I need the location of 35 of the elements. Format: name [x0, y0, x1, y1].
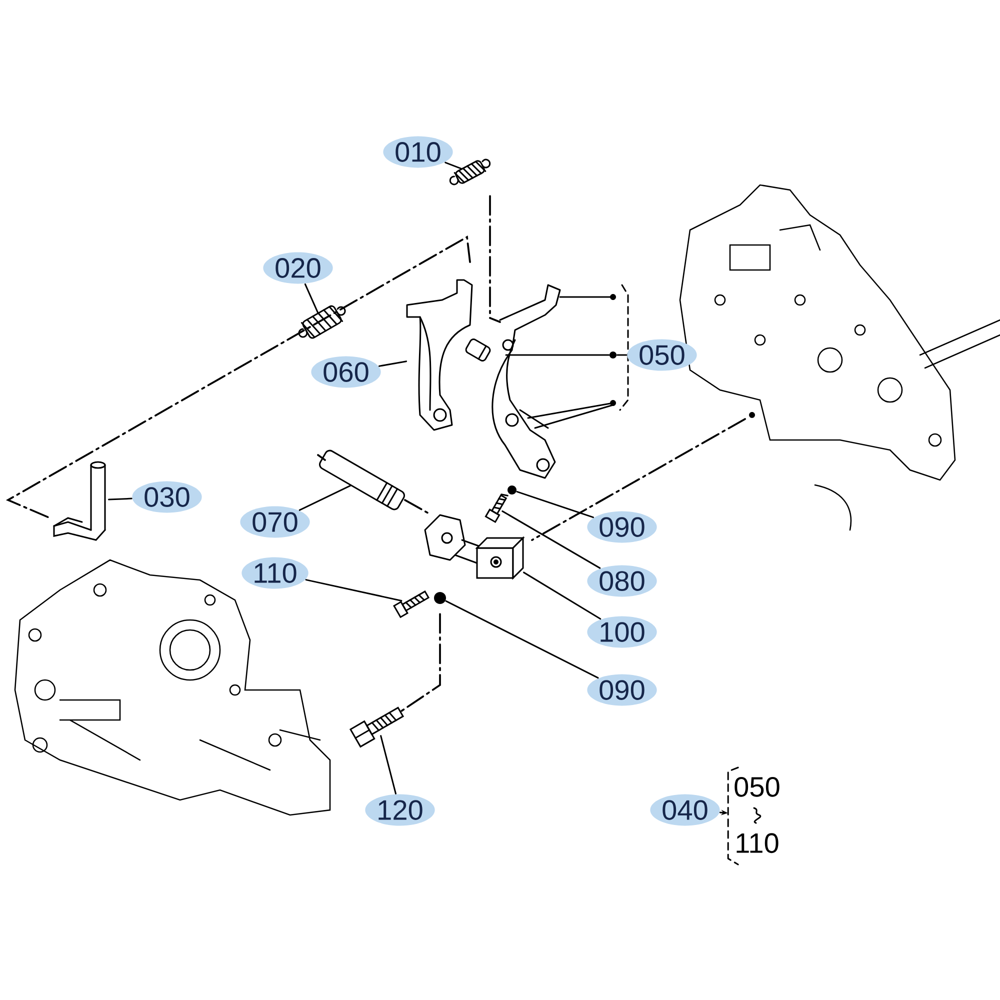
callout-number: 070: [240, 506, 310, 538]
washer: [508, 486, 516, 494]
callout-number: 060: [311, 356, 381, 388]
callout-number: 080: [587, 565, 657, 597]
leader-line: [298, 484, 352, 511]
spring-drawing: [449, 158, 491, 186]
leader-line: [380, 735, 397, 794]
leader-line: [523, 572, 602, 620]
leader-line: [616, 354, 628, 356]
lshaft-drawing: [53, 461, 106, 541]
callout-number: 030: [132, 481, 202, 513]
leader-line: [378, 360, 407, 367]
leader-line: [444, 162, 462, 170]
leader-line: [305, 579, 402, 602]
callout-number: 010: [383, 136, 453, 168]
leader-line: [108, 498, 132, 500]
callout-number: 040: [650, 794, 720, 826]
spring-drawing: [298, 306, 346, 338]
callout-number: 050: [627, 339, 697, 371]
leader-line: [304, 283, 319, 314]
lever-drawing: [406, 279, 473, 431]
leader-line: [502, 510, 601, 569]
callout-number: 100: [587, 616, 657, 648]
screw-drawing: [484, 494, 508, 524]
leader-line: [516, 490, 594, 518]
rod-drawing: [376, 482, 398, 507]
rivet-dot: [610, 352, 616, 358]
part-range-bracket: 050 110: [727, 766, 780, 866]
callout-number: 120: [365, 794, 435, 826]
callout-number: 090: [587, 511, 657, 543]
washer: [434, 592, 446, 604]
callout-number: 020: [263, 252, 333, 284]
callout-number: 110: [242, 557, 308, 589]
leader-line: [445, 600, 599, 679]
callout-number: 090: [587, 674, 657, 706]
